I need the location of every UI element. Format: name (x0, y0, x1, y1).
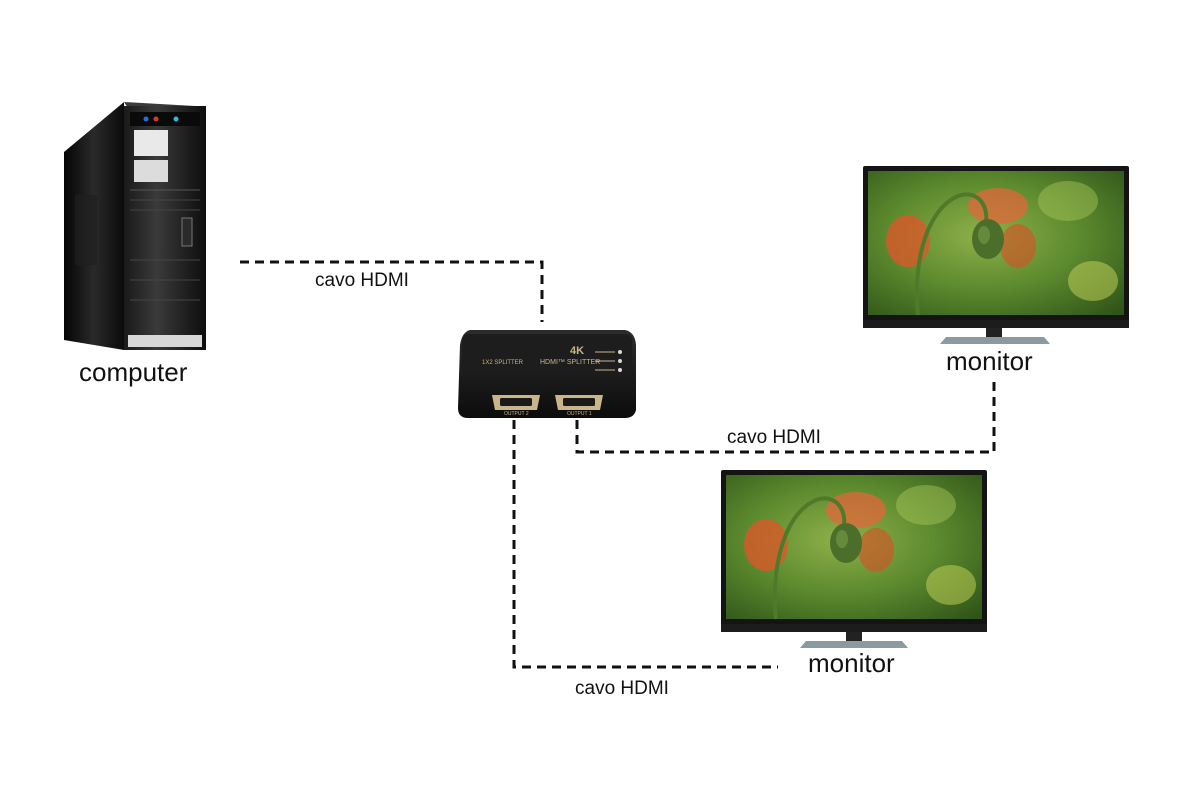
cable-label-splitter-to-monitor-2: cavo HDMI (575, 678, 669, 699)
cable-splitter-to-monitor-1 (575, 382, 996, 454)
computer-label: computer (79, 357, 188, 387)
splitter-port-label-2: OUTPUT 2 (504, 411, 529, 417)
cable-splitter-to-monitor-2 (512, 420, 778, 669)
monitor-2 (721, 470, 987, 648)
splitter-badge: 4K (570, 345, 584, 357)
splitter-led-1 (618, 350, 622, 354)
computer-tower (64, 102, 206, 350)
monitor-1-label: monitor (946, 346, 1033, 376)
splitter-model-text: 1X2 SPLITTER (482, 360, 524, 366)
splitter-port-label-1: OUTPUT 1 (567, 411, 592, 417)
monitor-1 (863, 166, 1129, 344)
cable-label-computer-to-splitter: cavo HDMI (315, 270, 409, 291)
cable-computer-to-splitter (240, 260, 544, 322)
splitter-brand-text: HDMI™ SPLITTER (540, 359, 600, 366)
splitter-led-3 (618, 368, 622, 372)
hdmi-splitter: 4K HDMI™ SPLITTER 1X2 SPLITTER OUTPUT 2 … (458, 330, 636, 418)
splitter-led-2 (618, 359, 622, 363)
monitor-2-label: monitor (808, 648, 895, 678)
cable-label-splitter-to-monitor-1: cavo HDMI (727, 427, 821, 448)
